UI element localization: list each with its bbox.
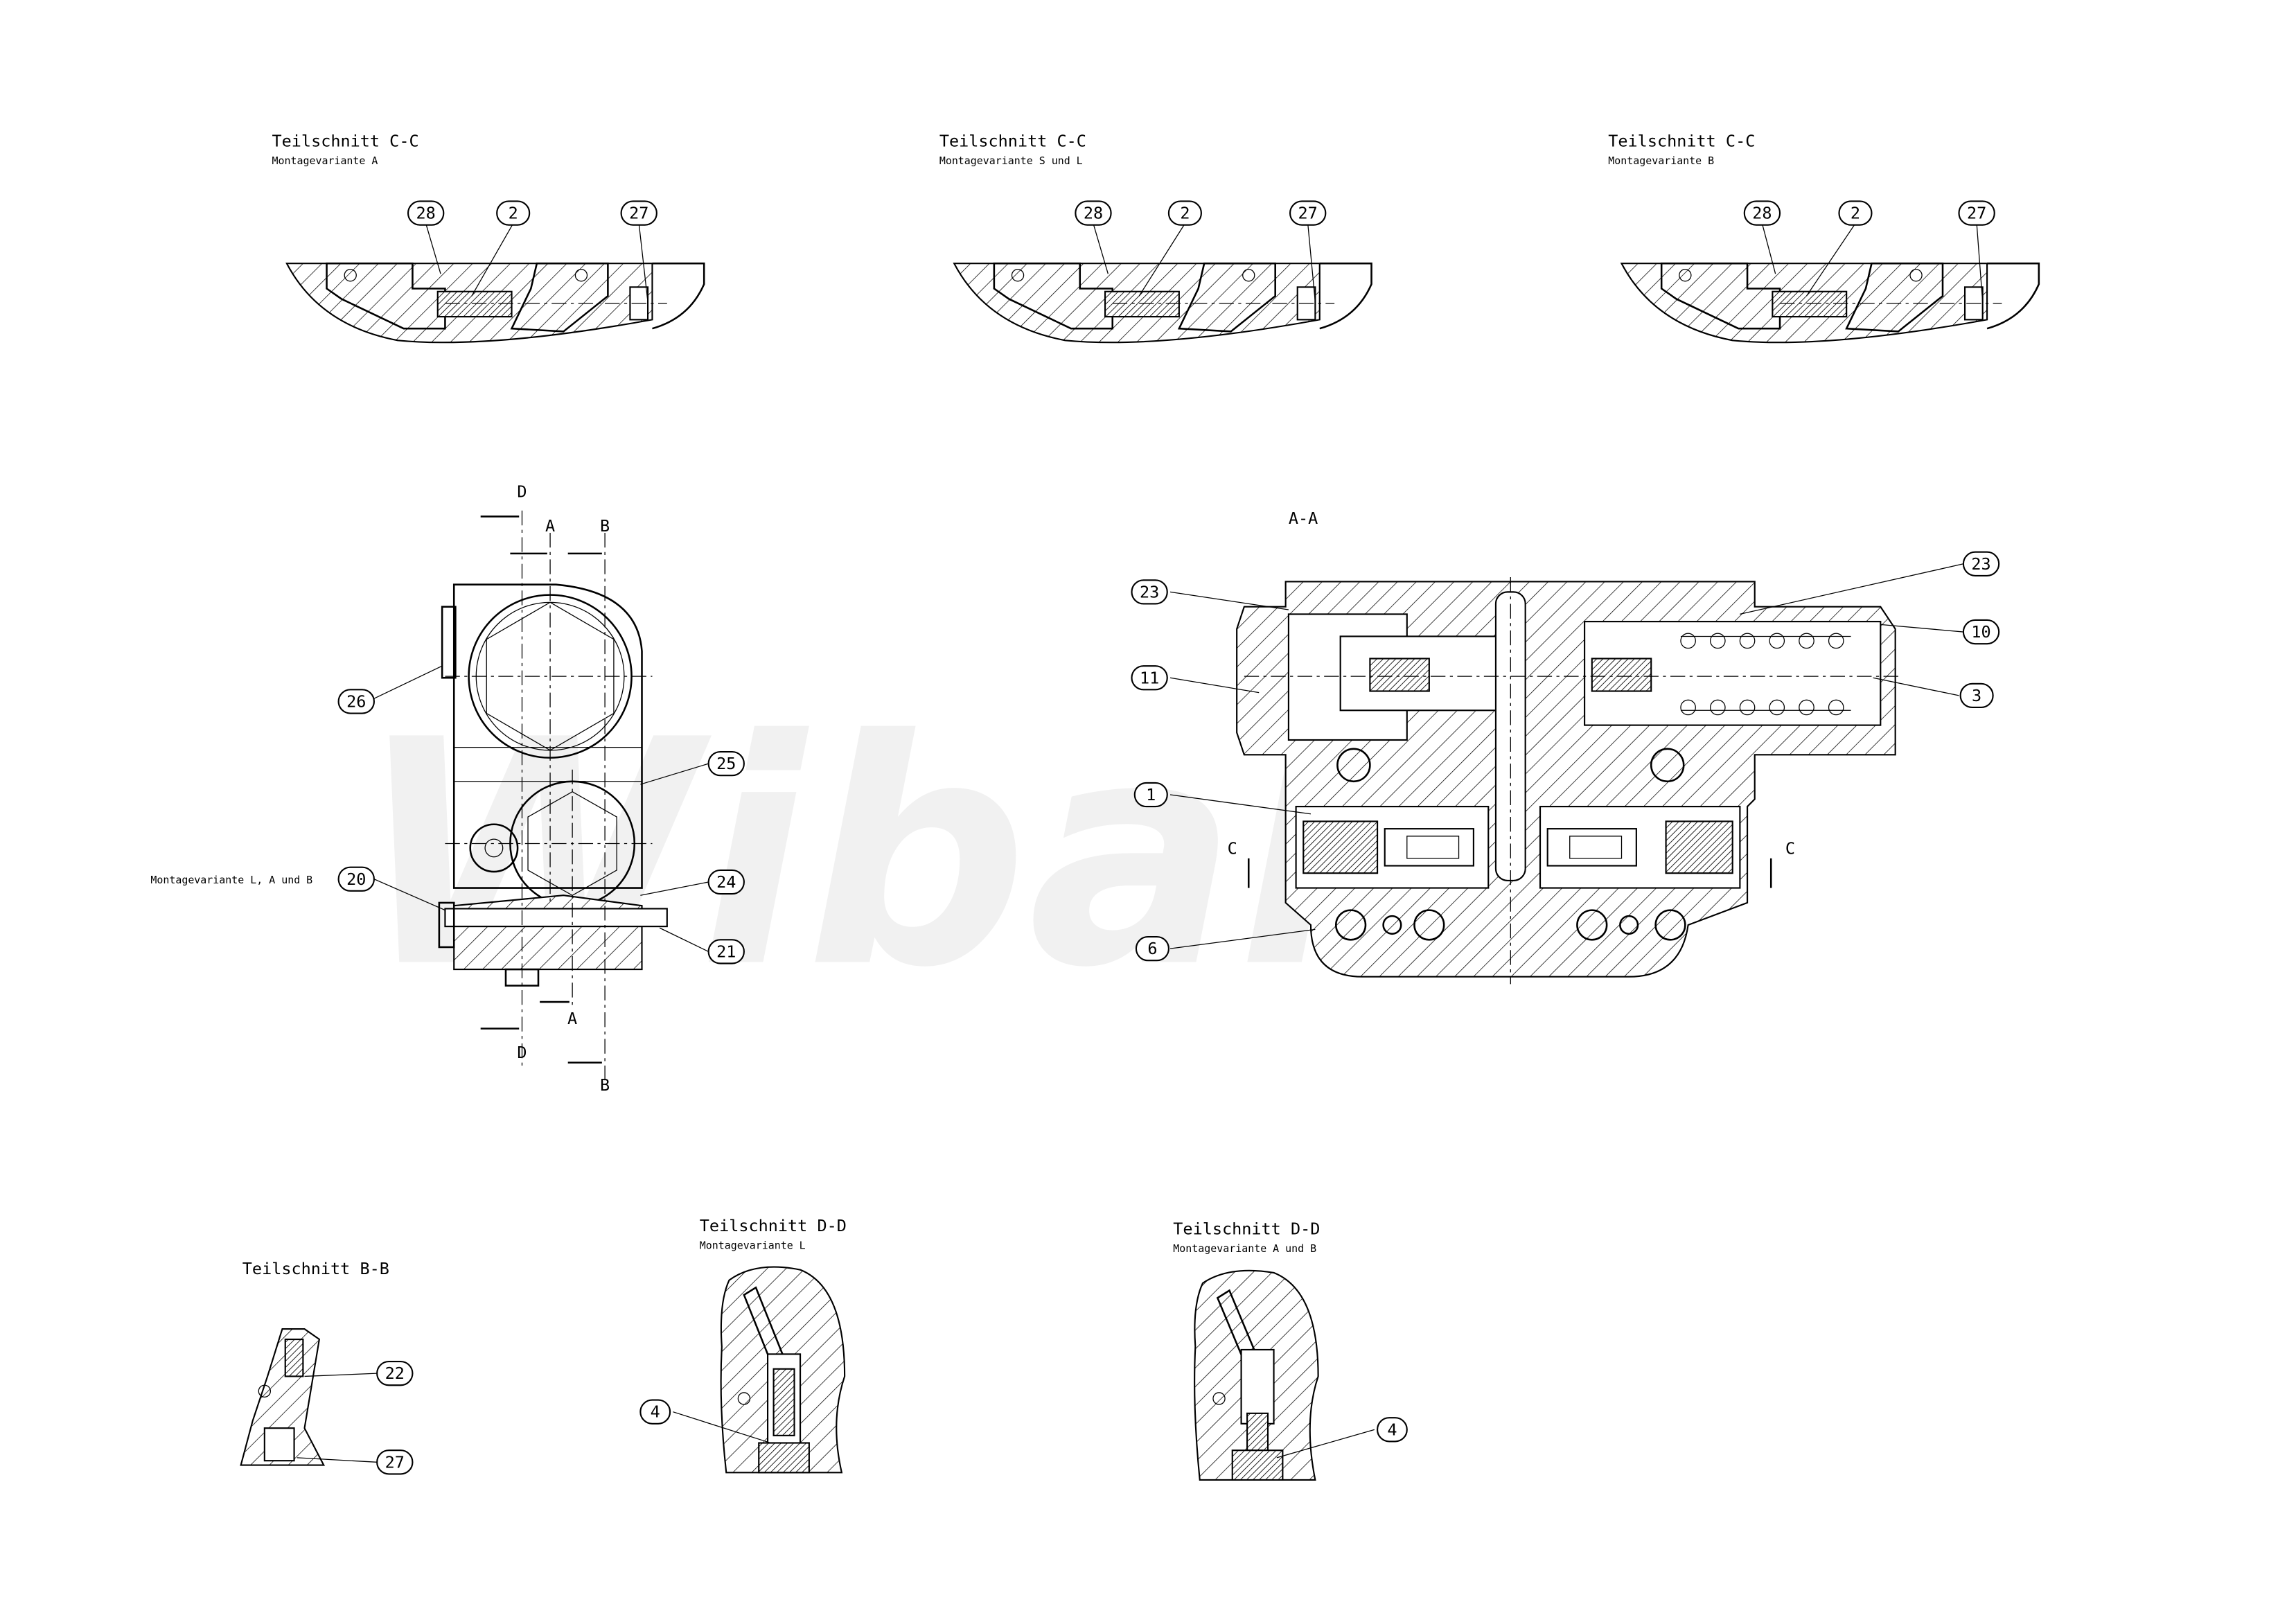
section-bb: Teilschnitt B-B 22 27 — [240, 1259, 414, 1475]
section-aa: A-A C C 23 11 1 6 23 10 3 — [1131, 509, 2000, 985]
callout-23-right: 23 — [1971, 554, 1990, 574]
section-title: Teilschnitt D-D — [1173, 1219, 1320, 1238]
section-mark-d-bottom: D — [517, 1043, 527, 1062]
section-dd-ab: Teilschnitt D-D Montagevariante A und B … — [1173, 1219, 1408, 1481]
callout-28: 28 — [1084, 204, 1103, 223]
section-mark-a-bottom: A — [567, 1009, 577, 1028]
section-title: Teilschnitt C-C — [1608, 131, 1755, 150]
callout-11: 11 — [1140, 668, 1159, 687]
callout-24: 24 — [716, 872, 736, 892]
variant-note: Montagevariante L, A und B — [150, 874, 312, 886]
callout-23-left: 23 — [1140, 582, 1159, 601]
section-mark-a-top: A — [545, 516, 555, 536]
callout-27: 27 — [1967, 204, 1986, 223]
section-variant: Montagevariante A und B — [1173, 1242, 1316, 1255]
section-title: Teilschnitt C-C — [939, 131, 1086, 150]
partial-section-cc-a: Teilschnitt C-C Montagevariante A 28 2 2… — [272, 131, 705, 344]
callout-2: 2 — [1851, 204, 1860, 223]
callout-22: 22 — [385, 1364, 405, 1383]
section-title: Teilschnitt C-C — [272, 131, 419, 150]
cut-mark-c-right: C — [1785, 838, 1795, 858]
section-title: Teilschnitt D-D — [700, 1216, 847, 1235]
callout-21: 21 — [716, 942, 736, 961]
callout-20: 20 — [346, 870, 366, 889]
callout-1: 1 — [1146, 785, 1156, 804]
callout-6: 6 — [1147, 939, 1157, 958]
section-variant: Montagevariante A — [272, 155, 378, 167]
partial-section-cc-s-l: Teilschnitt C-C Montagevariante S und L … — [939, 131, 1372, 344]
side-view: D A B A D B Montagevariante L, A und B 2… — [150, 482, 745, 1095]
callout-27: 27 — [1298, 204, 1318, 223]
section-variant: Montagevariante B — [1608, 155, 1714, 167]
callout-27: 27 — [629, 204, 648, 223]
section-dd-l: Teilschnitt D-D Montagevariante L 4 — [639, 1216, 847, 1474]
section-mark-b-bottom: B — [600, 1075, 610, 1095]
section-title: Teilschnitt B-B — [242, 1259, 389, 1278]
section-variant: Montagevariante S und L — [939, 155, 1083, 167]
callout-4: 4 — [651, 1402, 660, 1422]
callout-28: 28 — [416, 204, 436, 223]
callout-27: 27 — [385, 1452, 405, 1472]
callout-26: 26 — [346, 691, 366, 711]
callout-3: 3 — [1972, 686, 1981, 705]
section-variant: Montagevariante L — [700, 1240, 806, 1252]
callout-2: 2 — [1180, 204, 1190, 223]
callout-2: 2 — [509, 204, 518, 223]
partial-section-cc-b: Teilschnitt C-C Montagevariante B 28 2 2… — [1608, 131, 2040, 344]
cut-mark-c-left: C — [1228, 838, 1237, 858]
section-mark-b-top: B — [600, 516, 610, 536]
callout-4: 4 — [1387, 1420, 1397, 1439]
callout-10: 10 — [1971, 622, 1990, 642]
callout-28: 28 — [1752, 204, 1772, 223]
section-title: A-A — [1289, 509, 1318, 528]
section-mark-d-top: D — [517, 482, 527, 502]
callout-25: 25 — [716, 754, 736, 773]
